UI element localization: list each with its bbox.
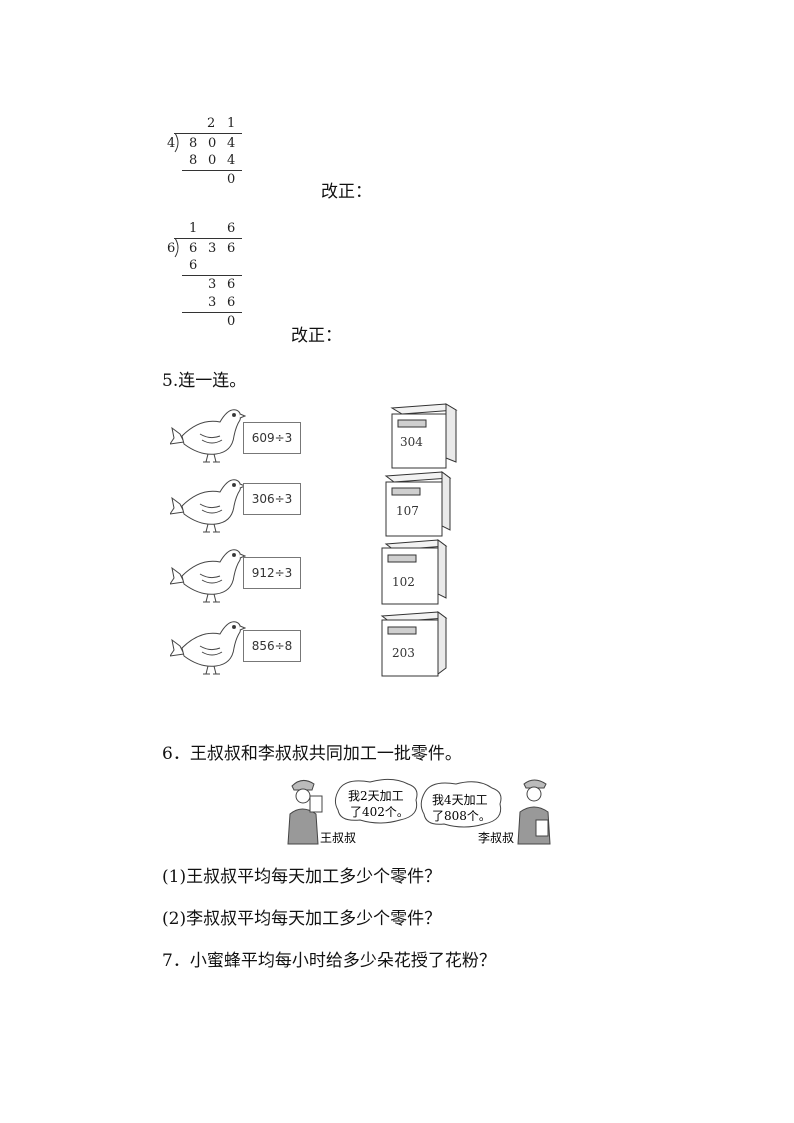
mailbox-icon[interactable] — [381, 539, 448, 605]
dividend-digit: 8 — [189, 136, 198, 151]
bubble-left-line2: 了402个。 — [350, 805, 409, 819]
mailbox-number: 304 — [400, 435, 423, 449]
pigeon-icon — [168, 621, 247, 675]
step-digit: 3 — [208, 277, 217, 292]
division-bracket — [174, 238, 179, 258]
bird-item[interactable] — [168, 400, 247, 470]
dividend-digit: 0 — [208, 136, 217, 151]
dividend-digit: 3 — [208, 241, 217, 256]
mailbox-icon[interactable] — [390, 403, 458, 469]
divisor: 6 — [167, 241, 176, 256]
worker-icon — [287, 780, 323, 845]
remainder: 0 — [227, 172, 236, 187]
bubble-right-line1: 我4天加工 — [432, 793, 488, 807]
question-6-sub-1: (1)王叔叔平均每天加工多少个零件？ — [162, 867, 442, 887]
mailbox-number: 102 — [392, 575, 415, 589]
division-bracket — [174, 133, 179, 153]
worker-icon — [517, 779, 551, 845]
quotient-digit: 6 — [227, 221, 236, 236]
worker-name-right: 李叔叔 — [478, 830, 514, 845]
division-bar — [174, 238, 242, 239]
correction-label-1: 改正： — [321, 182, 372, 202]
step-digit: 3 — [208, 295, 217, 310]
step-digit: 6 — [227, 277, 236, 292]
mailbox-icon[interactable] — [384, 471, 452, 537]
product-digit: 0 — [208, 153, 217, 168]
mailbox-number: 107 — [396, 504, 419, 518]
remainder: 0 — [227, 314, 236, 329]
worker-name-left: 王叔叔 — [320, 831, 356, 845]
speech-bubble — [420, 781, 502, 828]
dividend-digit: 4 — [227, 136, 236, 151]
bird-item[interactable] — [168, 612, 247, 682]
correction-label-2: 改正： — [291, 326, 342, 346]
pigeon-icon — [168, 549, 247, 603]
dividend-digit: 6 — [189, 241, 198, 256]
bird-item[interactable] — [168, 540, 247, 610]
product-digit: 4 — [227, 153, 236, 168]
quotient-digit: 1 — [227, 116, 236, 131]
step-digit: 6 — [189, 258, 198, 273]
subtraction-line — [182, 275, 242, 276]
expression-card[interactable]: 306÷3 — [243, 483, 301, 515]
workers-illustration: 我2天加工 了402个。 我4天加工 了808个。 王叔叔 李叔叔 — [287, 778, 551, 845]
question-7-title: 7．小蜜蜂平均每小时给多少朵花授了花粉？ — [162, 951, 496, 971]
mailbox-column: 304 107 102 203 — [380, 403, 458, 677]
expression-card[interactable]: 856÷8 — [243, 630, 301, 662]
subtraction-line — [182, 312, 242, 313]
subtraction-line — [182, 170, 242, 171]
dividend-digit: 6 — [227, 241, 236, 256]
mailbox-icon[interactable] — [380, 611, 448, 677]
step-digit: 6 — [227, 295, 236, 310]
expression-card[interactable]: 912÷3 — [243, 557, 301, 589]
question-6-title: 6．王叔叔和李叔叔共同加工一批零件。 — [162, 744, 462, 764]
speech-bubble — [334, 778, 418, 824]
divisor: 4 — [167, 136, 176, 151]
bird-item[interactable] — [168, 470, 247, 540]
expression-card[interactable]: 609÷3 — [243, 422, 301, 454]
quotient-digit: 2 — [207, 116, 216, 131]
bubble-left-line1: 我2天加工 — [348, 789, 404, 803]
mailbox-number: 203 — [392, 646, 415, 660]
quotient-digit: 1 — [189, 221, 198, 236]
product-digit: 8 — [189, 153, 198, 168]
bubble-right-line2: 了808个。 — [432, 809, 491, 823]
pigeon-icon — [168, 409, 247, 463]
question-6-sub-2: (2)李叔叔平均每天加工多少个零件？ — [162, 909, 442, 929]
division-bar — [174, 133, 242, 134]
question-5-title: 5.连一连。 — [162, 371, 247, 391]
pigeon-icon — [168, 479, 247, 533]
